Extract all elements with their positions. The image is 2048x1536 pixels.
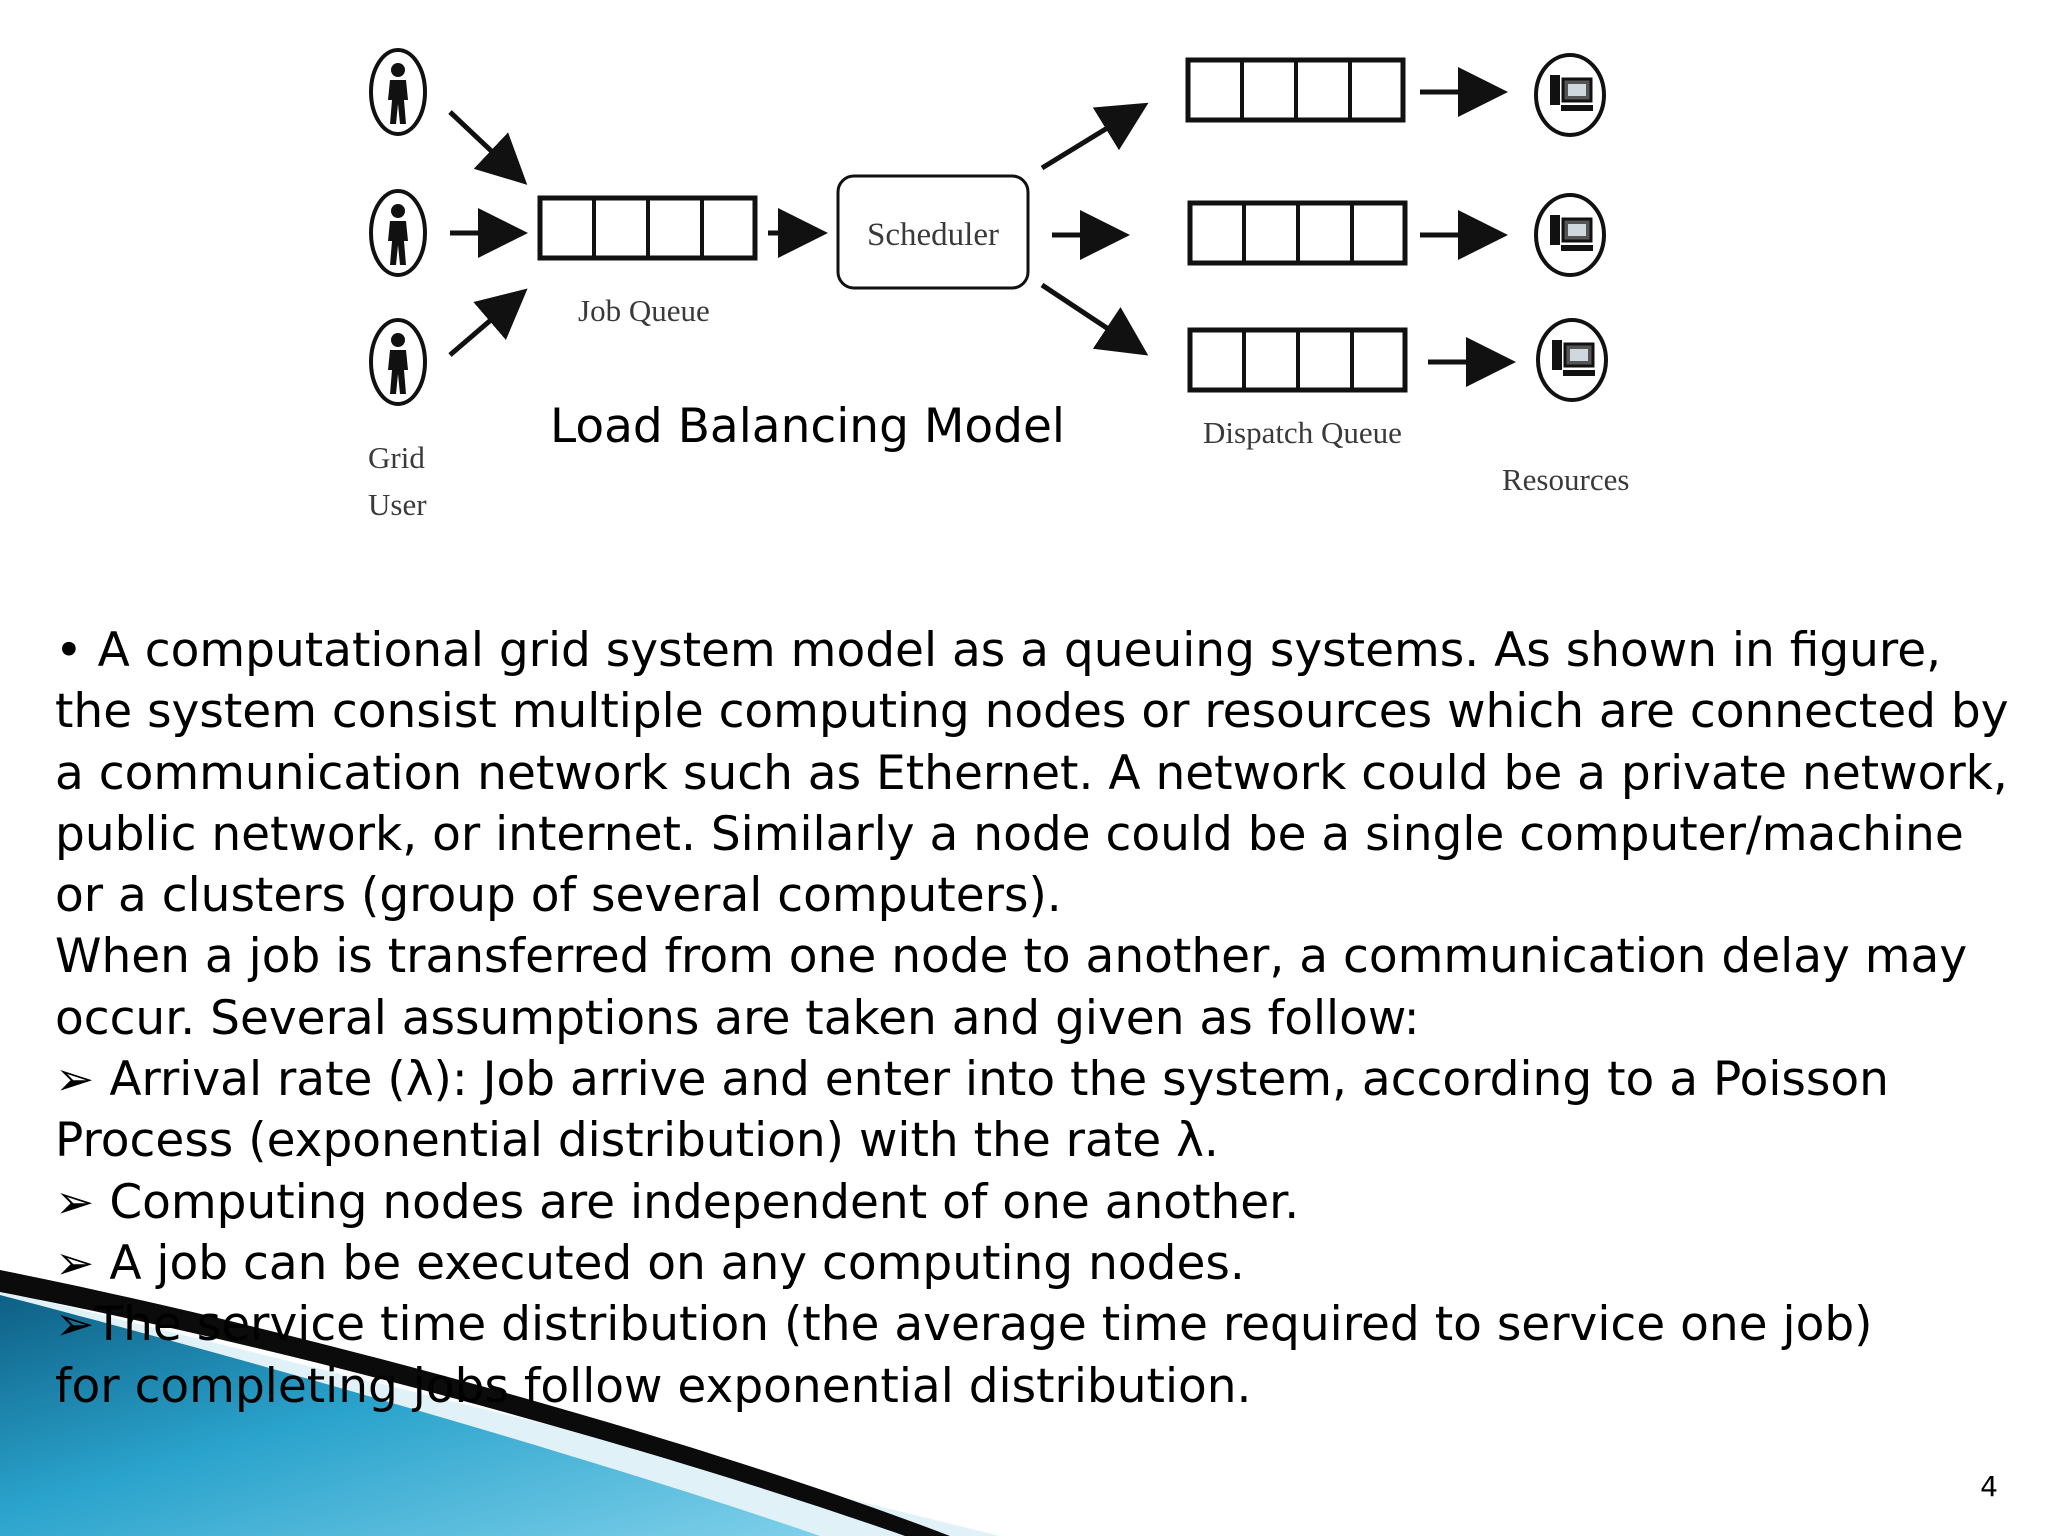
load-balancing-diagram: Job Queue Scheduler Dispatch Queu	[0, 0, 2048, 560]
job-queue	[540, 198, 755, 258]
assumption-text: Computing nodes are independent of one a…	[94, 1175, 1299, 1230]
user-icon	[371, 50, 425, 134]
bullet-arrow-icon: ➢	[55, 1175, 94, 1230]
grid-user-icons	[371, 50, 425, 404]
grid-user-label-line1: Grid	[368, 440, 425, 475]
diagram-caption: Load Balancing Model	[550, 399, 1065, 454]
assumption-text: The service time distribution (the avera…	[94, 1297, 1872, 1352]
assumption-item: ➢ Computing nodes are independent of one…	[55, 1172, 2015, 1233]
dispatch-queue	[1190, 203, 1405, 263]
user-to-queue-arrows	[450, 112, 520, 355]
page-number: 4	[1980, 1470, 1998, 1503]
assumption-text: A job can be executed on any computing n…	[94, 1236, 1244, 1291]
assumption-item: ➢ A job can be executed on any computing…	[55, 1233, 2015, 1294]
arrow	[450, 295, 520, 355]
assumption-item: ➢The service time distribution (the aver…	[55, 1294, 2015, 1355]
assumption-continuation: for completing jobs follow exponential d…	[55, 1356, 2015, 1417]
bullet-arrow-icon: ➢	[55, 1236, 94, 1291]
dispatch-queue	[1190, 330, 1405, 390]
dispatch-to-resource-arrows	[1420, 92, 1506, 362]
bullet-arrow-icon: ➢	[55, 1052, 94, 1107]
slide-body-text: • A computational grid system model as a…	[55, 620, 2015, 1417]
user-icon	[371, 191, 425, 275]
dispatch-queue-label: Dispatch Queue	[1203, 415, 1402, 450]
dispatch-queue	[1188, 60, 1403, 120]
grid-user-label-line2: User	[368, 487, 427, 522]
job-queue-label: Job Queue	[578, 293, 710, 328]
assumption-text: Arrival rate (λ): Job arrive and enter i…	[94, 1052, 1889, 1107]
computer-icon	[1538, 320, 1606, 400]
scheduler-to-dispatch-arrows	[1042, 108, 1140, 350]
arrow	[1042, 285, 1140, 350]
resource-icons	[1536, 55, 1606, 400]
arrow	[1042, 108, 1140, 168]
assumption-item: ➢ Arrival rate (λ): Job arrive and enter…	[55, 1049, 2015, 1110]
resources-label: Resources	[1502, 462, 1629, 497]
intro-paragraph: • A computational grid system model as a…	[55, 620, 2015, 926]
computer-icon	[1536, 195, 1604, 275]
arrow	[450, 112, 520, 178]
bullet-arrow-icon: ➢	[55, 1297, 94, 1352]
dispatch-queues	[1188, 60, 1405, 390]
user-icon	[371, 320, 425, 404]
computer-icon	[1536, 55, 1604, 135]
delay-paragraph: When a job is transferred from one node …	[55, 926, 2015, 1049]
assumption-continuation: Process (exponential distribution) with …	[55, 1110, 2015, 1171]
scheduler-label: Scheduler	[867, 217, 999, 253]
